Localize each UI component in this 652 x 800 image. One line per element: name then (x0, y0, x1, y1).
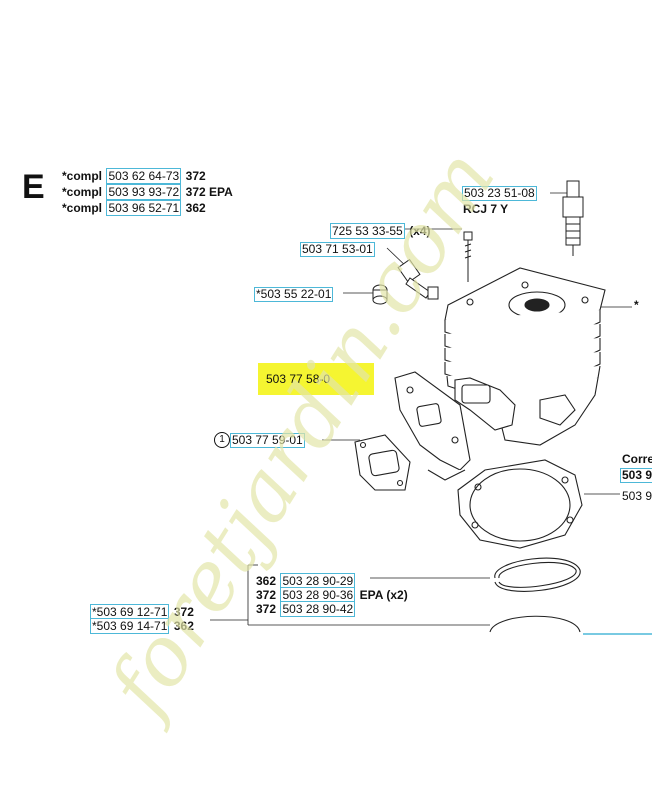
ring-part-number[interactable]: 503 28 90-29 (280, 573, 356, 589)
piston-part-number[interactable]: *503 69 12-71 (90, 604, 170, 620)
complete-kit-row: *compl 503 96 52-71 362 (62, 199, 233, 216)
piston-ring-row: 372 503 28 90-36 EPA (x2) (256, 586, 408, 603)
piston-list: *503 69 12-71 372 *503 69 14-71 362 (90, 603, 194, 634)
part-number-link[interactable]: 503 62 64-73 (106, 168, 182, 184)
piston-model: 372 (173, 605, 194, 619)
highlighted-part-number[interactable]: 503 77 58-0 (258, 363, 374, 395)
piston-part-number[interactable]: *503 69 14-71 (90, 618, 170, 634)
gasket-part-number[interactable]: 503 77 59-01 (230, 432, 305, 448)
right-label-line2[interactable]: 503 9 (620, 468, 652, 483)
intake-gasket-drawing (354, 434, 411, 491)
piston-ring-list: 362 503 28 90-29 372 503 28 90-36 EPA (x… (256, 572, 408, 617)
model-label: 372 EPA (185, 185, 233, 199)
intake-flange-drawing (394, 371, 471, 481)
decompression-valve-drawing (397, 258, 439, 300)
gasket-callout: 1 503 77 59-01 (214, 432, 305, 448)
screw-drawing (463, 231, 473, 282)
part-number-link[interactable]: 503 96 52-71 (106, 200, 182, 216)
screw-quantity: (x4) (409, 224, 431, 238)
compl-prefix: *compl (62, 201, 103, 215)
decompression-valve-part-number[interactable]: 503 71 53-01 (300, 242, 375, 257)
plug-drawing (372, 284, 388, 305)
compl-prefix: *compl (62, 169, 103, 183)
complete-kit-row: *compl 503 62 64-73 372 (62, 167, 233, 184)
asterisk-note: * (634, 298, 639, 312)
piston-ring-drawing (494, 557, 581, 592)
complete-kit-list: *compl 503 62 64-73 372 *compl 503 93 93… (62, 167, 233, 216)
spark-plug-part-number[interactable]: 503 23 51-08 (462, 186, 537, 201)
piston-ring-row: 372 503 28 90-42 (256, 600, 408, 617)
screw-part-number[interactable]: 725 53 33-55 (330, 223, 405, 239)
part-number-link[interactable]: 503 93 93-72 (106, 184, 182, 200)
section-letter: E (22, 168, 45, 206)
ring-part-number[interactable]: 503 28 90-36 (280, 587, 356, 603)
screw-callout: 725 53 33-55 (x4) (330, 222, 431, 240)
right-label-line1: Corre (622, 452, 652, 466)
ring-part-number[interactable]: 503 28 90-42 (280, 601, 356, 617)
base-gasket-drawing (457, 459, 583, 549)
compl-prefix: *compl (62, 185, 103, 199)
piston-row: *503 69 12-71 372 (90, 603, 194, 620)
leader-lines (210, 192, 652, 635)
piston-ring-row: 362 503 28 90-29 (256, 572, 408, 589)
model-label: 372 (185, 169, 206, 183)
spark-plug-note: RCJ 7 Y (463, 202, 509, 216)
piston-model: 362 (173, 619, 194, 633)
right-label-line3: 503 9 (622, 489, 652, 503)
ring-model: 362 (256, 574, 277, 588)
ring-model: 372 (256, 602, 277, 616)
plug-part-number[interactable]: *503 55 22-01 (254, 287, 334, 302)
ring-suffix: EPA (x2) (359, 588, 408, 602)
ring-model: 372 (256, 588, 277, 602)
piston-row: *503 69 14-71 362 (90, 617, 194, 634)
complete-kit-row: *compl 503 93 93-72 372 EPA (62, 183, 233, 200)
piston-drawing (489, 615, 581, 633)
item-circle-number: 1 (214, 432, 230, 448)
model-label: 362 (185, 201, 206, 215)
spark-plug-drawing (562, 180, 584, 256)
cylinder-drawing (444, 267, 606, 446)
